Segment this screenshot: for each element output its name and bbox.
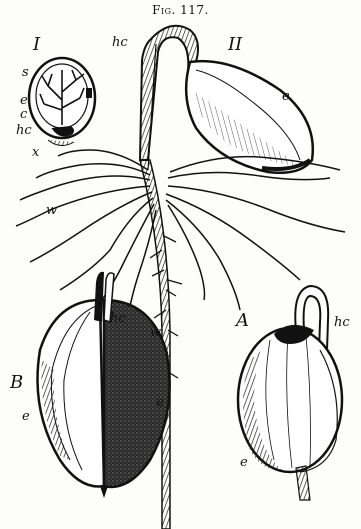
label-figure-I: I	[33, 36, 40, 54]
label-s-seed-coat: s	[22, 66, 29, 79]
label-w-bottom: w	[150, 326, 161, 339]
label-hc-A: hc	[334, 316, 350, 329]
label-figure-B: B	[10, 374, 23, 392]
label-e-seed-I: e	[20, 94, 28, 107]
label-e-B-left: e	[22, 410, 30, 423]
label-figure-A: A	[236, 312, 249, 330]
seed-A-drawing	[238, 286, 342, 500]
label-w-left: w	[46, 204, 57, 217]
label-hc-main: hc	[112, 36, 128, 49]
label-x-seed-I: x	[32, 146, 39, 159]
seed-B-drawing	[38, 272, 170, 498]
seed-I-drawing	[29, 58, 95, 146]
label-e-A: e	[240, 456, 248, 469]
label-c-seed-I: c	[20, 108, 27, 121]
label-hc-B: hc	[110, 312, 126, 325]
label-e-B-right: e	[156, 396, 164, 409]
label-e-main: e	[282, 90, 290, 103]
label-hc-seed-I: hc	[16, 124, 32, 137]
label-figure-II: II	[228, 36, 242, 54]
